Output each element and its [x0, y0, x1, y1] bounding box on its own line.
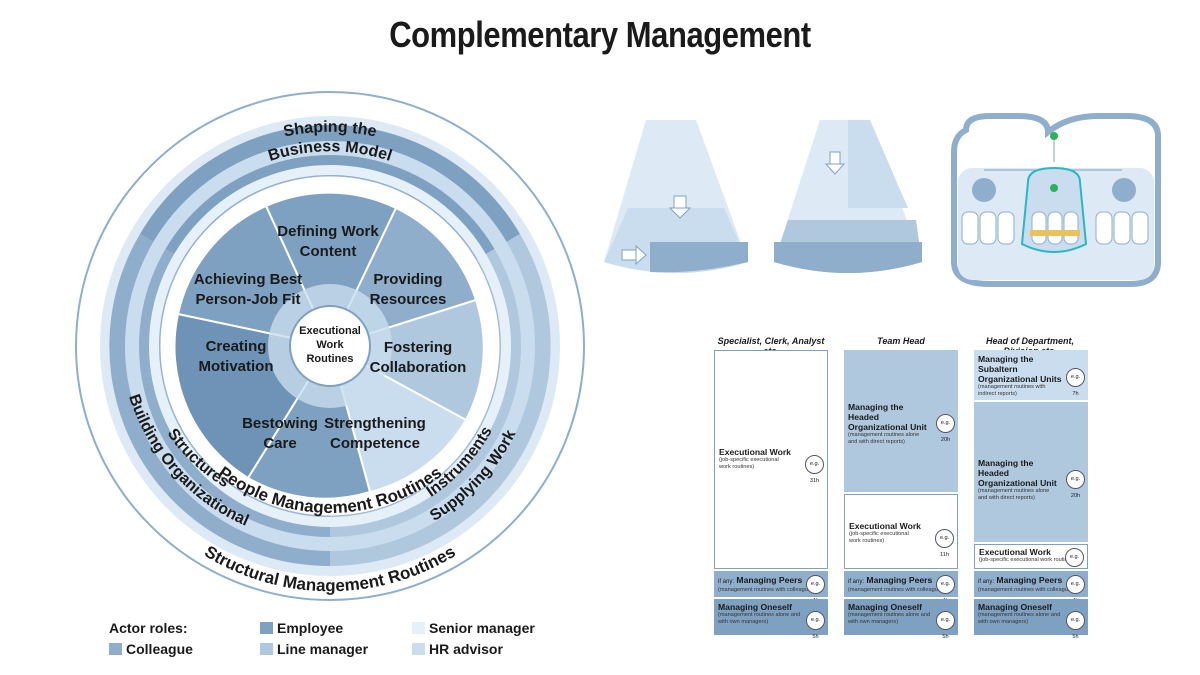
managing-oneself-box: Managing Oneself (management routines al… — [974, 599, 1088, 640]
strengthening-label-2: Competence — [330, 435, 420, 452]
line-manager-swatch — [260, 643, 273, 655]
fan-shape-middle — [774, 120, 922, 273]
managing-peers-box: if any: Managing Peers (management routi… — [974, 571, 1088, 604]
managing-oneself-box: Managing Oneself (management routines al… — [844, 599, 958, 640]
strengthening-label-1: Strengthening — [324, 415, 426, 432]
hr-advisor-swatch — [412, 643, 425, 655]
executional-work-box: Executional Work (job-specific execution… — [714, 350, 828, 569]
managing-oneself-box: Managing Oneself (management routines al… — [714, 599, 828, 640]
managing-subaltern-units-box: Managing the Subaltern Organizational Un… — [974, 350, 1088, 400]
senior-manager-swatch — [412, 622, 425, 634]
column-header-team-head: Team Head — [877, 336, 925, 346]
creating-label-1: Creating — [206, 338, 267, 355]
center-circle — [289, 305, 371, 387]
column-specialist: Executional Work (job-specific execution… — [714, 350, 828, 640]
column-team-head: Managing the Headed Organizational Unit … — [844, 350, 958, 640]
legend-line-manager: Line manager — [260, 641, 368, 657]
fostering-label-1: Fostering — [384, 339, 452, 356]
legend-title: Actor roles: — [109, 620, 188, 636]
providing-label-2: Resources — [370, 291, 447, 308]
fan-shape-left — [604, 120, 748, 273]
center-label-3: Routines — [306, 353, 353, 365]
org-structure-shape — [951, 113, 1161, 287]
creating-label-2: Motivation — [199, 358, 274, 375]
defining-label-2: Content — [300, 243, 357, 260]
colleague-swatch — [109, 643, 122, 655]
legend-senior-manager: Senior manager — [412, 620, 535, 636]
legend-hr-advisor: HR advisor — [412, 641, 503, 657]
executional-work-box: Executional Work (job-specific execution… — [844, 494, 958, 569]
management-wheel: Executional Work Routines Defining Work … — [75, 91, 585, 601]
defining-label-1: Defining Work — [277, 223, 379, 240]
legend-colleague: Colleague — [109, 641, 193, 657]
shaping-label-1: Shaping the — [282, 119, 378, 141]
center-label-2: Work — [316, 339, 344, 351]
executional-work-box: Executional Work (job-specific execution… — [974, 544, 1088, 577]
providing-label-1: Providing — [373, 271, 442, 288]
managing-headed-unit-box: Managing the Headed Organizational Unit … — [974, 402, 1088, 542]
bestowing-label-1: Bestowing — [242, 415, 318, 432]
legend-employee: Employee — [260, 620, 343, 636]
page-title: Complementary Management — [389, 14, 811, 55]
fostering-label-2: Collaboration — [370, 359, 467, 376]
achieving-label-1: Achieving Best — [194, 271, 302, 288]
managing-peers-box: if any: Managing Peers (management routi… — [844, 571, 958, 604]
center-label-1: Executional — [299, 325, 361, 337]
employee-swatch — [260, 622, 273, 634]
bestowing-label-2: Care — [263, 435, 296, 452]
achieving-label-2: Person-Job Fit — [195, 291, 300, 308]
managing-headed-unit-box: Managing the Headed Organizational Unit … — [844, 350, 958, 492]
illustrations — [604, 113, 1161, 287]
column-head-of-department: Managing the Subaltern Organizational Un… — [974, 350, 1088, 640]
managing-peers-box: if any: Managing Peers (management routi… — [714, 571, 828, 604]
